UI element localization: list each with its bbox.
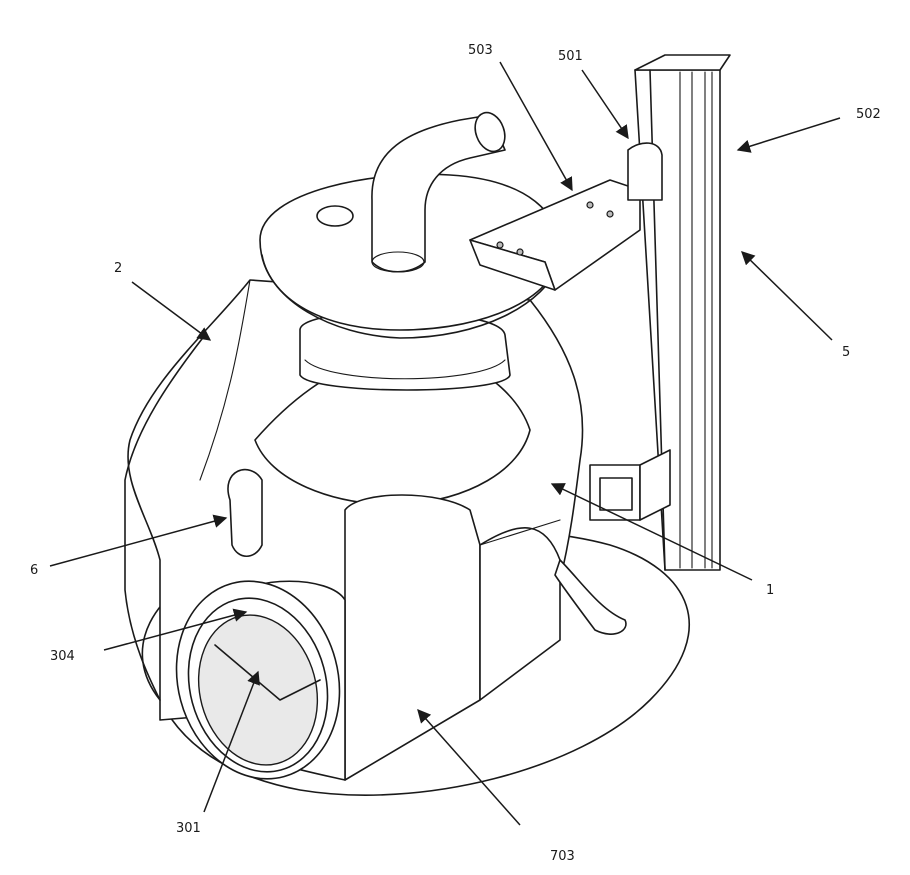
label-503: 503 xyxy=(468,43,493,58)
label-304: 304 xyxy=(50,649,75,664)
leader-2 xyxy=(132,282,210,340)
side-pipe xyxy=(228,470,262,557)
lower-bracket xyxy=(590,450,670,520)
leader-503 xyxy=(500,62,572,190)
label-703: 703 xyxy=(550,849,575,864)
label-502: 502 xyxy=(856,107,881,122)
label-501: 501 xyxy=(558,49,583,64)
leader-502 xyxy=(738,118,840,150)
label-1: 1 xyxy=(766,583,774,598)
leader-5 xyxy=(742,252,832,340)
label-6: 6 xyxy=(30,563,38,578)
label-5: 5 xyxy=(842,345,850,360)
leader-501 xyxy=(582,70,628,138)
label-301: 301 xyxy=(176,821,201,836)
label-2: 2 xyxy=(114,261,122,276)
